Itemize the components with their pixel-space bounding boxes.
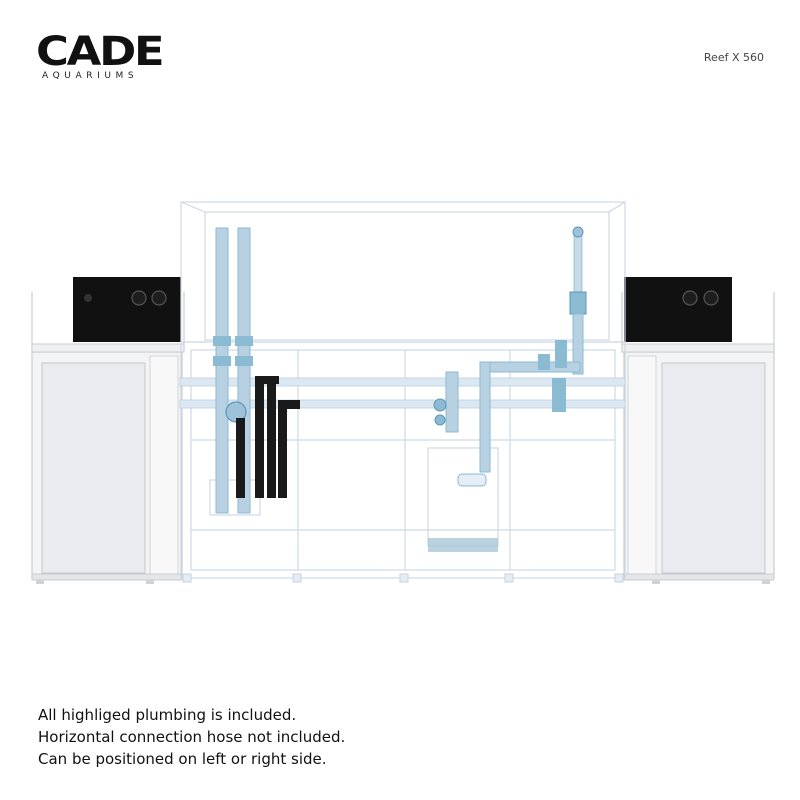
connection-pipes (179, 377, 626, 409)
filter-grate (428, 538, 498, 552)
model-name: Reef X 560 (703, 51, 764, 64)
black-drain-pipes (236, 376, 300, 498)
note-positioning: Can be positioned on left or right side. (38, 750, 327, 768)
brand-logo: CADE AQUARIUMS (36, 32, 165, 81)
brand-subtitle: AQUARIUMS (42, 71, 139, 81)
left-cabinet (31, 349, 183, 584)
return-plumbing (433, 226, 587, 487)
note-plumbing-included: All highliged plumbing is included. (38, 706, 297, 724)
right-sump (621, 277, 775, 353)
note-hose-not-included: Horizontal connection hose not included. (38, 728, 346, 746)
right-cabinet (623, 349, 775, 584)
aquarium-illustration (31, 201, 775, 584)
left-sump (31, 277, 185, 353)
notes: All highliged plumbing is included. Hori… (38, 704, 345, 770)
drain-plumbing (213, 227, 253, 514)
brand-name: CADE (36, 29, 165, 75)
